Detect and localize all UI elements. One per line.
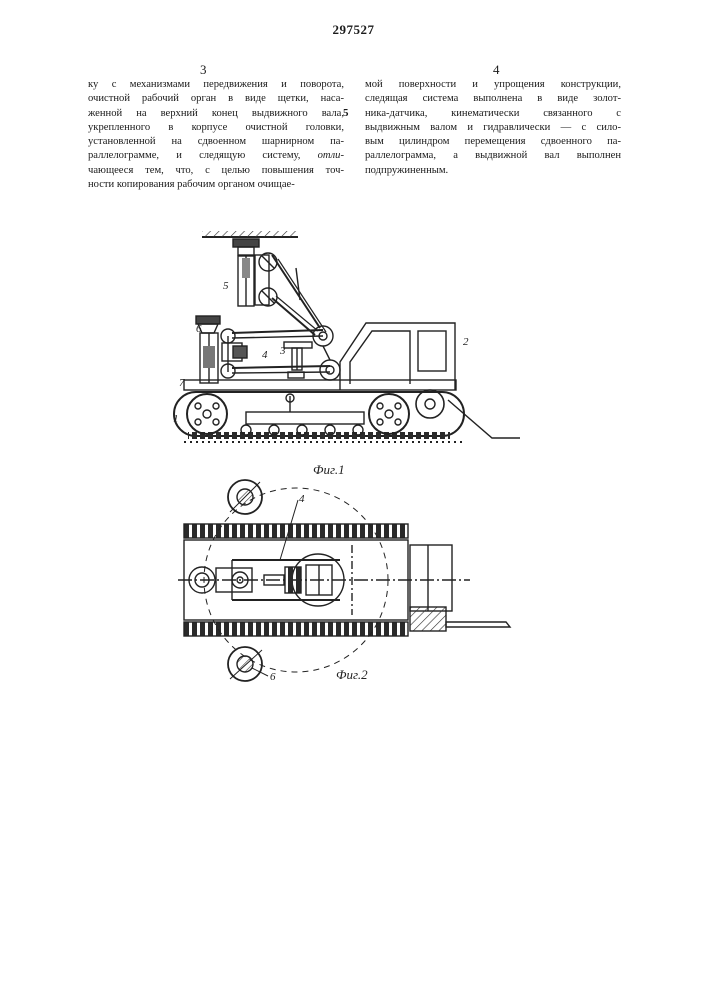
figure-1-label-1: 1 <box>173 413 179 425</box>
figure-1-label-2: 2 <box>463 336 469 348</box>
figure-1-caption: Фиг.1 <box>313 462 345 477</box>
figure-2-top-view <box>178 480 510 681</box>
figure-1-label-3: 3 <box>279 345 286 357</box>
figure-1-label-7: 7 <box>179 377 185 389</box>
figure-1-label-6: 6 <box>196 323 202 335</box>
figure-2-caption: Фиг.2 <box>336 667 368 682</box>
figure-2-label-6: 6 <box>270 671 276 683</box>
figure-1-label-4: 4 <box>262 349 268 361</box>
figure-2-label-4: 4 <box>299 493 305 505</box>
figure-1-label-5: 5 <box>223 280 229 292</box>
